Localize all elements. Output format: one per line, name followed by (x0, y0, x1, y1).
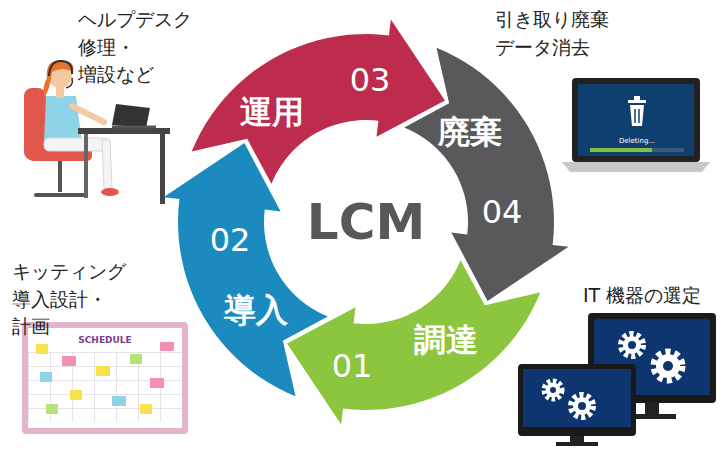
arrow-shape (161, 141, 330, 399)
step-number: 03 (350, 64, 391, 96)
monitor-figure (518, 313, 716, 446)
caption: IT 機器の選定 (583, 282, 701, 310)
step-number: 01 (332, 350, 373, 382)
phase-name: 運用 (240, 96, 304, 128)
laptop-figure (562, 78, 710, 172)
arrow-segment (192, 20, 445, 184)
phase-name: 調達 (414, 324, 478, 356)
arrow-segment (404, 48, 568, 301)
cycle-arrow: 廃棄 04 (402, 45, 571, 303)
arrow-shape (402, 45, 571, 303)
cycle-arrow: 運用 03 (189, 17, 447, 186)
schedule-board (22, 322, 188, 434)
phase-name: 廃棄 (438, 116, 502, 148)
board-title: SCHEDULE (78, 336, 131, 345)
caption: 引き取り廃棄 データ消去 (495, 6, 609, 61)
screen-text: Deleting... (619, 138, 655, 145)
center-title: LCM (307, 197, 425, 247)
cycle-arrow: 導入 02 (161, 141, 330, 399)
caption: キッティング 導入設計・計画 (12, 258, 126, 341)
arrow-segment (164, 143, 328, 396)
arrow-shape (189, 17, 447, 186)
step-number: 04 (482, 196, 523, 228)
caption: ヘルプデスク 修理・増設など (78, 6, 192, 89)
phase-name: 導入 (224, 294, 288, 326)
step-number: 02 (210, 224, 251, 256)
